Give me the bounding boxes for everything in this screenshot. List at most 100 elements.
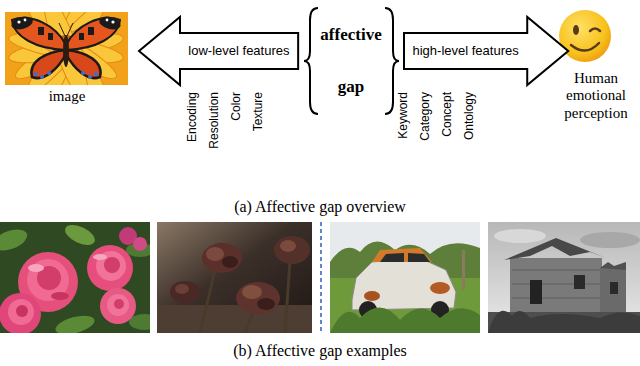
dried-roses-photo [202,243,242,273]
roses-photo [87,245,133,291]
butterfly-photo [111,20,114,23]
figure-caption: (b) Affective gap examples [233,342,406,360]
roses-photo [0,222,150,333]
block-arrow [139,17,298,85]
abandoned-car-photo [430,282,450,294]
node-text: high-level features [413,44,519,58]
butterfly-photo [7,12,125,85]
dried-roses-photo [242,285,262,299]
roses-photo [100,288,136,324]
divider-line [320,222,322,333]
feature-word: Resolution [208,92,222,149]
butterfly-photo [63,35,69,67]
feature-word: Concept [441,92,455,137]
abandoned-car-photo [462,250,465,290]
feature-word: Texture [252,92,266,131]
ruined-house-photo [512,270,600,298]
roses-photo [8,299,34,325]
wink-emoji [573,25,579,35]
roses-photo [104,257,120,273]
abandoned-car-photo [330,307,480,333]
roses-photo [27,259,69,301]
butterfly-photo [10,14,66,79]
ruined-house-photo [504,238,606,260]
butterfly-photo [94,72,98,76]
ruined-house-photo [510,258,602,316]
wink-emoji [571,43,599,51]
roses-photo [16,305,28,317]
dried-roses-photo [170,281,200,303]
node-text: affective gap [320,9,381,113]
figure-caption: (a) Affective gap overview [234,198,406,216]
roses-photo [0,293,41,333]
dried-roses-photo [157,222,312,333]
dried-roses-photo [274,236,310,264]
roses-photo [62,222,98,249]
butterfly-photo [88,27,94,35]
roses-photo [133,237,147,251]
curly-brace [304,8,318,114]
abandoned-car-photo [380,253,404,262]
butterfly-photo [40,75,44,79]
ruined-house-photo [530,280,542,304]
ruined-house-photo [574,275,585,289]
dried-roses-photo [222,256,238,268]
butterfly-photo [88,75,92,79]
node-outline [303,6,400,116]
roses-photo [54,312,97,333]
feature-word: Color [230,92,244,121]
ruined-house-photo [488,222,640,333]
ruined-house-photo [580,232,640,248]
roses-photo [100,288,136,324]
ruined-house-photo [494,229,546,243]
roses-photo [0,225,30,254]
dried-roses-photo [175,284,189,294]
feature-word: Encoding [186,92,200,142]
dried-roses-photo [157,222,312,333]
butterfly-photo [66,14,122,79]
block-arrow [404,17,568,85]
butterfly-photo [5,12,128,85]
wink-emoji [590,29,600,32]
dried-roses-photo [280,240,296,252]
butterfly-photo [17,20,20,23]
ruined-house-photo [600,262,626,270]
roses-photo [0,293,41,333]
ruined-house-photo [610,282,618,294]
butterfly-photo [31,50,66,78]
feature-word: Category [419,92,433,141]
butterfly-photo [12,18,66,50]
dried-roses-photo [202,243,242,273]
roses-photo [93,254,107,260]
butterfly-photo [34,72,38,76]
roses-photo [28,264,44,272]
butterfly-photo [66,50,101,78]
ruined-house-photo [488,311,640,333]
dried-roses-photo [274,236,310,264]
butterfly-photo [38,27,44,35]
butterfly-photo [10,14,34,31]
butterfly-photo [66,18,120,50]
butterfly-photo [10,14,122,79]
right-arrow: high-level features [403,16,569,86]
feature-word: Keyword [397,92,411,139]
roses-photo [87,245,133,291]
abandoned-car-photo [330,222,480,333]
wink-emoji [559,10,611,62]
dried-roses-photo [170,281,200,303]
butterfly-photo [24,19,27,22]
butterfly-photo [48,33,53,40]
dried-roses-photo [236,282,280,314]
ruined-house-photo [600,268,626,316]
roses-photo [107,294,129,316]
abandoned-car-photo [408,253,430,262]
butterfly-photo [81,71,85,75]
dried-roses-photo [157,305,312,333]
dried-roses-photo [257,298,275,310]
roses-photo [51,292,69,300]
butterfly-photo [98,14,122,31]
abandoned-car-photo [364,291,380,301]
node-text: low-level features [188,44,289,58]
gap-brace: affective gap [303,6,400,116]
butterfly-photo [59,23,73,36]
